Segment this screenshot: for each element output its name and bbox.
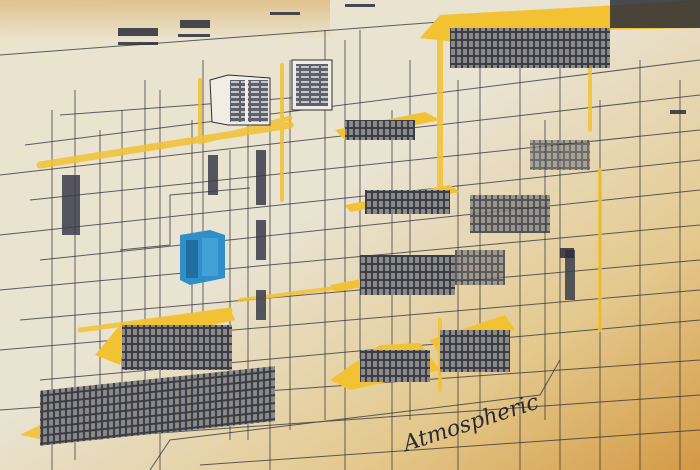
server-cabinet-right <box>291 59 333 111</box>
top-stain <box>0 0 330 40</box>
building-block-mid-3 <box>330 250 505 295</box>
server-cabinet-top <box>209 74 271 126</box>
building-block-mid-1 <box>335 112 440 140</box>
building-block-lower-right <box>330 315 515 390</box>
server-cabinet-blue <box>180 230 225 285</box>
building-block-top-right <box>420 0 700 68</box>
building-block-right <box>470 140 590 233</box>
vertical-text-columns <box>62 150 575 320</box>
building-block-lower-left <box>95 308 235 370</box>
building-block-mid-2 <box>345 185 460 214</box>
building-block-bottom-left <box>20 366 275 446</box>
pseudo-labels <box>118 4 686 258</box>
